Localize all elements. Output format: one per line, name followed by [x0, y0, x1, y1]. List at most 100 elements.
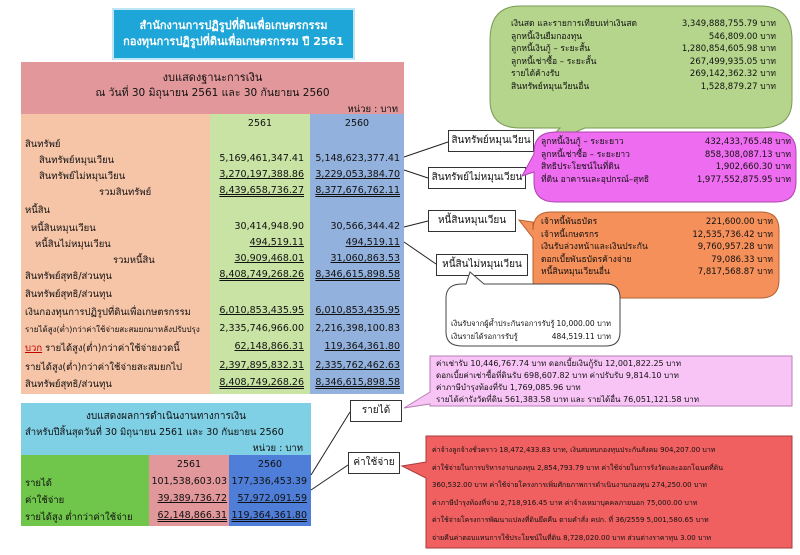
perf-expense-2560: 57,972,091.59 [237, 493, 307, 504]
expense-line: 360,532.00 บาท ค่าใช้จ่ายโครงการเพิ่มศัก… [432, 481, 707, 489]
line-noncurrent-assets [403, 169, 429, 179]
tag-current-liab: หนี้สินหมุนเวียน [428, 210, 516, 232]
performance-unit: หน่วย : บาท [252, 443, 303, 454]
cl-label: เจ้าหนี้พันธบัตร [541, 217, 598, 227]
ca-label: เงินสด และรายการเทียบเท่าเงินสด [511, 19, 638, 29]
bubble-noncurrent-assets: ลูกหนี้เงินกู้ – ระยะยาว 432,433,765.48 บ… [541, 136, 791, 186]
row-total-assets-label: รวมสินทรัพย์ [99, 187, 152, 198]
row-current-liab-label: หนี้สินหมุนเวียน [31, 223, 96, 234]
bubble-noncurrent-assets-shape [520, 131, 797, 203]
performance-2561-col [149, 455, 229, 526]
nca-row: ที่ดิน อาคารและอุปกรณ์–สุทธิ1,977,552,87… [541, 174, 791, 187]
row-current-period-2561: 62,148,866.31 [234, 341, 304, 352]
row-noncurrent-assets-2560: 3,229,053,384.70 [315, 169, 400, 180]
row-fund-2561: 6,010,853,435.95 [219, 305, 304, 316]
row-accum-carried-label: รายได้สูง(ต่ำ)กว่าค่าใช้จ่ายสะสมยกไป [25, 362, 183, 373]
balance-unit: หน่วย : บาท [347, 104, 398, 115]
row-total-assets-2561: 8,439,658,736.27 [219, 185, 304, 196]
row-noncurrent-liab-2561: 494,519.11 [249, 237, 304, 248]
bubble-revenue: ค่าเช่ารับ 10,446,767.74 บาท ดอกเบี้ยเงิ… [436, 358, 786, 406]
ncl-row: เงินรายได้รอการรับรู้484,519.11 บาท [451, 331, 611, 344]
ca-label: รายได้ค้างรับ [511, 69, 560, 79]
balance-2560-col [310, 114, 404, 394]
header-title-box: สำนักงานการปฏิรูปที่ดินเพื่อเกษตรกรรม กอ… [112, 8, 355, 60]
row-equity-total-2560: 8,346,615,898.58 [315, 377, 400, 388]
nca-label: ที่ดิน อาคารและอุปกรณ์–สุทธิ [541, 174, 650, 185]
row-current-period-label: บวก รายได้สูง(ต่ำ)กว่าค่าใช้จ่ายงวดนี้ [25, 341, 180, 356]
ca-value: 546,809.00 บาท [708, 31, 776, 42]
performance-statement: งบแสดงผลการดำเนินงานทางการเงิน สำหรับปีส… [21, 403, 311, 526]
performance-title: งบแสดงผลการดำเนินงานทางการเงิน [86, 411, 246, 422]
bubble-expense: ค่าจ้างลูกจ้างชั่วคราว 18,472,433.83 บาท… [432, 442, 788, 547]
ncl-label: เงินรับจากผู้ค้ำประกันรอการรับรู้ [451, 319, 555, 328]
perf-net-label: รายได้สูง ต่ำกว่าค่าใช้จ่าย [25, 512, 133, 523]
revenue-line: ค่าภาษีบำรุงท้องที่รับ 1,769,085.96 บาท [436, 383, 581, 392]
cl-label: เงินรับล่วงหน้าและเงินประกัน [541, 242, 648, 252]
ncl-label: เงินรายได้รอการรับรู้ [451, 331, 518, 341]
performance-subtitle: สำหรับปีสิ้นสุดวันที่ 30 มิถุนายน 2561 แ… [25, 427, 284, 438]
bubble-current-liab: เจ้าหนี้พันธบัตร 221,600.00 บาท เจ้าหนี้เ… [541, 216, 773, 279]
row-accum-brought-2561: 2,335,746,966.00 [219, 323, 304, 334]
row-current-period-text: รายได้สูง(ต่ำ)กว่าค่าใช้จ่ายงวดนี้ [45, 343, 180, 354]
row-current-liab-2560: 30,566,344.42 [330, 221, 400, 232]
expense-line: จ่ายคืนค่าตอบแทนการใช้ประโยชน์ในที่ดิน 8… [432, 533, 711, 542]
performance-col1-header: 2561 [176, 459, 202, 470]
ca-row: เงินสด และรายการเทียบเท่าเงินสด 3,349,888… [511, 18, 776, 31]
cl-row: เจ้าหนี้พันธบัตร 221,600.00 บาท [541, 216, 773, 229]
balance-2561-col [210, 114, 310, 394]
bubble-revenue-shape [403, 355, 793, 409]
tag-revenue: รายได้ [350, 400, 402, 422]
row-accum-carried-2561: 2,397,895,832.31 [219, 360, 304, 371]
row-fund-2560: 6,010,853,435.95 [315, 305, 400, 316]
perf-revenue-2560: 177,336,453.39 [231, 476, 307, 487]
line-revenue [310, 411, 351, 476]
row-accum-brought-2560: 2,216,398,100.83 [315, 323, 400, 334]
bubble-current-assets: เงินสด และรายการเทียบเท่าเงินสด 3,349,888… [511, 18, 776, 93]
bubble-expense-shape [400, 435, 793, 549]
nca-value: 432,433,765.48 บาท [704, 137, 791, 147]
line-current-assets [403, 141, 449, 158]
bubble-noncurrent-liab: เงินรับจากผู้ค้ำประกันรอการรับรู้10,000.… [451, 318, 611, 343]
ca-value: 3,349,888,755.79 บาท [681, 19, 776, 29]
row-current-assets-2561: 5,169,461,347.41 [219, 153, 304, 164]
balance-col2-header: 2560 [344, 118, 370, 129]
row-accum-carried-2560: 2,335,762,462.63 [315, 360, 400, 371]
cl-value: 79,086.33 บาท [711, 254, 773, 265]
nca-label: ลูกหนี้เงินกู้ – ระยะยาว [541, 137, 624, 147]
bubble-noncurrent-liab-shape [445, 271, 621, 347]
row-current-period-2560: 119,364,361.80 [324, 341, 400, 352]
perf-expense-label: ค่าใช้จ่าย [25, 495, 65, 506]
row-assets-heading: สินทรัพย์ [25, 139, 61, 150]
cl-value: 221,600.00 บาท [705, 217, 773, 227]
row-current-assets-2560: 5,148,623,377.41 [315, 153, 400, 164]
row-noncurrent-liab-2560: 494,519.11 [345, 237, 400, 248]
balance-header [21, 62, 404, 114]
performance-col2-header: 2560 [257, 459, 283, 470]
tag-current-assets: สินทรัพย์หมุนเวียน [448, 130, 534, 152]
row-net-assets-2561: 8,408,749,268.26 [219, 269, 304, 280]
cl-label: หนี้สินหมุนเวียนอื่น [541, 267, 610, 277]
ca-value: 267,499,935.05 บาท [689, 56, 776, 67]
balance-col1-header: 2561 [247, 118, 273, 129]
row-total-assets-2560: 8,377,676,762.11 [315, 185, 400, 196]
header-line2: กองทุนการปฏิรูปที่ดินเพื่อเกษตรกรรม ปี 2… [123, 35, 344, 48]
perf-revenue-label: รายได้ [25, 478, 52, 489]
line-expense [310, 464, 349, 491]
perf-net-2560: 119,364,361.80 [231, 510, 307, 521]
performance-label-col [21, 455, 149, 526]
balance-label-col [21, 114, 210, 394]
row-total-liab-2561: 30,909,468.01 [234, 253, 304, 264]
balance-title: งบแสดงฐานะการเงิน [162, 71, 263, 84]
row-liabilities-heading: หนี้สิน [25, 205, 51, 216]
cl-label: เจ้าหนี้เกษตรกร [541, 229, 599, 240]
